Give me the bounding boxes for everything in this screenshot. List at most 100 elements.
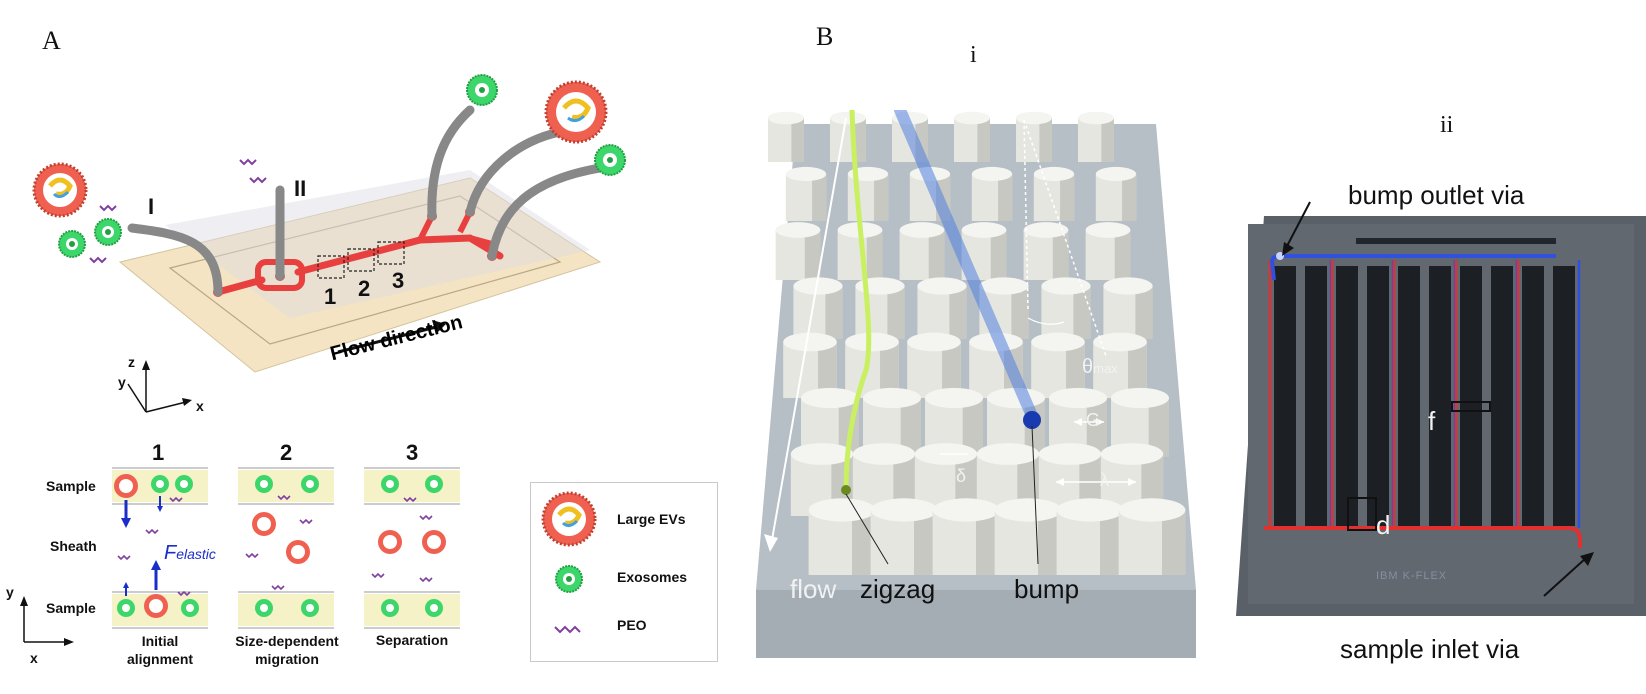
exosome-icon — [555, 565, 583, 593]
pillar — [1078, 111, 1114, 162]
pillar — [785, 166, 827, 221]
stage-caption-1: Initial alignment — [126, 633, 194, 667]
force-symbol: F — [164, 542, 177, 564]
legend-label-exosomes: Exosomes — [617, 569, 688, 585]
chip-lane — [1429, 266, 1451, 526]
pillar — [830, 111, 866, 162]
pillar — [979, 277, 1029, 339]
panel-a-letter: A — [42, 26, 61, 55]
zone-label-1: 1 — [324, 284, 337, 309]
zone-label-2: 2 — [358, 276, 371, 301]
chip-brand-text: IBM K-FLEX — [1376, 570, 1448, 582]
array-front-face — [756, 590, 1196, 658]
inlet-tube-1 — [127, 223, 223, 297]
inlet-label-1: I — [148, 194, 155, 219]
lambda-label: λ — [1100, 470, 1109, 490]
outlet-tube-2 — [465, 127, 565, 217]
bump-label: bump — [1014, 574, 1080, 604]
theta-max-label: θmax — [1082, 356, 1118, 379]
axis-z-label: z — [128, 354, 135, 370]
axis-2d-x-label: x — [30, 650, 38, 666]
pillar — [768, 111, 804, 162]
pillar — [994, 498, 1062, 575]
bump-outlet-arrow — [1282, 201, 1311, 256]
exosome-icon — [58, 218, 122, 258]
panel-b-letter: B — [816, 22, 834, 51]
stage-number-2: 2 — [280, 440, 293, 465]
stage-number-1: 1 — [152, 440, 165, 465]
axis-2d-y-label: y — [6, 584, 14, 600]
flow-label: flow — [790, 574, 837, 604]
force-subscript: elastic — [176, 546, 216, 562]
zone-box-1 — [317, 255, 345, 279]
zigzag-label: zigzag — [860, 574, 936, 604]
axis-x-label: x — [196, 398, 204, 414]
pillar — [917, 277, 967, 339]
flow-arrow — [771, 117, 847, 541]
chip-f-region — [1451, 401, 1491, 412]
pillar — [1093, 332, 1147, 398]
pillar — [1033, 166, 1075, 221]
outlet-tube-3 — [487, 163, 605, 261]
inlet-label-2: II — [294, 176, 307, 201]
stage-2-panel — [238, 467, 334, 629]
chip-lane — [1460, 266, 1482, 526]
pillar — [899, 222, 945, 280]
chip-lane — [1305, 266, 1327, 526]
sample-inlet-arrow — [1543, 552, 1594, 597]
chip-lane — [1522, 266, 1544, 526]
large-ev-icon — [32, 162, 88, 218]
zone-label-3: 3 — [392, 268, 405, 293]
panel-a-device-diagram — [32, 74, 626, 413]
zone-box-3 — [377, 241, 405, 265]
pillar — [1016, 111, 1052, 162]
outlet-tube-1 — [427, 105, 475, 221]
pillar — [1085, 222, 1131, 280]
device-substrate — [118, 177, 602, 373]
chip-lanes — [1268, 260, 1581, 528]
bump-particle — [1023, 411, 1041, 429]
stage-3-panel — [364, 467, 460, 629]
bump-outlet-via-label: bump outlet via — [1348, 180, 1525, 210]
pillar-grid — [768, 111, 1186, 575]
pillar — [870, 498, 938, 575]
axis-y-label: y — [118, 374, 126, 390]
pillar — [954, 111, 990, 162]
pillar — [793, 277, 843, 339]
zigzag-trajectory — [843, 110, 872, 491]
gap-label: G — [1086, 410, 1101, 430]
stage-caption-2: Size-dependent migration — [235, 633, 339, 667]
chip-lane — [1398, 266, 1420, 526]
sub-panel-ii-label: ii — [1440, 112, 1454, 138]
stage-schematic — [20, 467, 460, 646]
pillar — [1041, 277, 1091, 339]
stage-caption-3: Separation — [375, 632, 449, 648]
device-outline — [168, 195, 562, 345]
peo-polymer-icon — [554, 625, 581, 634]
legend-icons — [541, 491, 597, 634]
pillar — [775, 222, 821, 280]
main-channel — [214, 234, 504, 296]
exosome-icon — [594, 144, 626, 176]
theta-subscript: max — [1093, 361, 1118, 376]
pillar-array-diagram — [756, 110, 1196, 658]
legend-label-peo: PEO — [617, 617, 647, 633]
zone-box-2 — [347, 248, 375, 272]
chip-d-region — [1347, 497, 1377, 531]
row-label-sheath: Sheath — [50, 538, 97, 554]
chip-lane — [1274, 266, 1296, 526]
row-label-sample-top: Sample — [46, 478, 96, 494]
large-ev-icon — [544, 80, 608, 144]
chip-diagram — [1236, 216, 1646, 616]
pillar — [1118, 498, 1186, 575]
pillar — [971, 166, 1013, 221]
peo-polymer-icon — [99, 204, 117, 212]
row-label-sample-bottom: Sample — [46, 600, 96, 616]
pillar — [808, 498, 876, 575]
stage-number-3: 3 — [406, 440, 419, 465]
xyz-axes-icon — [127, 360, 192, 413]
xy-axes-icon — [20, 596, 74, 646]
pillar — [1056, 498, 1124, 575]
bump-trajectory — [894, 110, 1038, 422]
pillar — [855, 277, 905, 339]
